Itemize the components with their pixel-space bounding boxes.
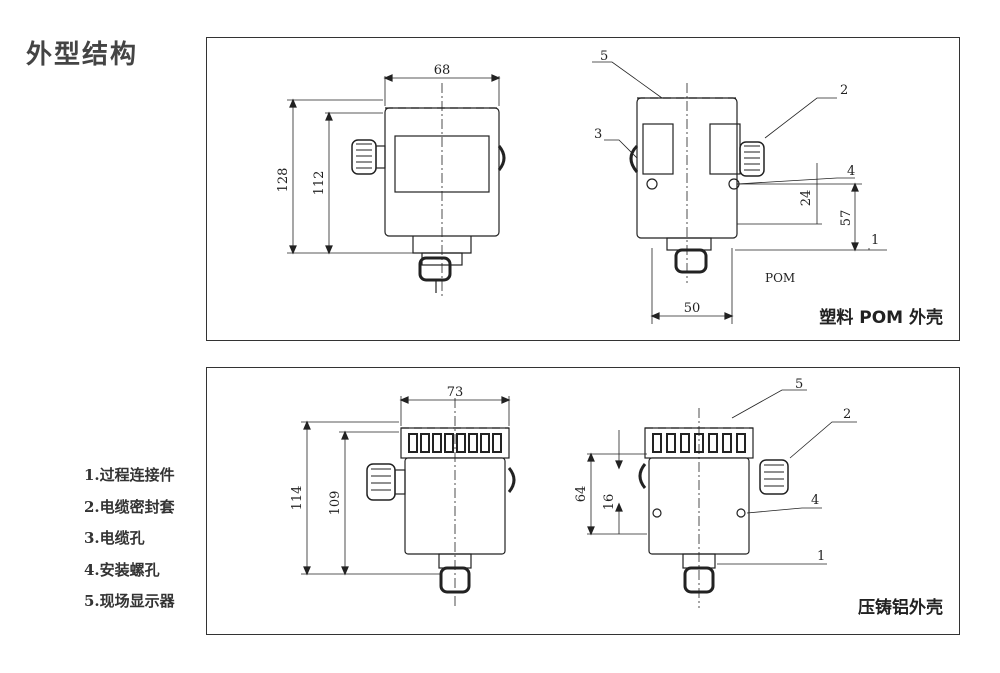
parts-legend: 1.过程连接件 2.电缆密封套 3.电缆孔 4.安装螺孔 5.现场显示器: [84, 460, 175, 618]
aluminium-front-view: [301, 396, 516, 608]
callout-4: 4: [847, 164, 855, 179]
legend-item: 4.安装螺孔: [84, 560, 160, 579]
dim-width-front: 73: [447, 385, 464, 400]
dim-height-body: 112: [312, 171, 327, 196]
callout-5: 5: [600, 49, 608, 64]
pom-housing-drawing: 68 128 112 24 57 50 POM 5 2 3 4 1: [276, 49, 887, 324]
callout-2: 2: [840, 83, 848, 98]
legend-item: 1.过程连接件: [84, 466, 175, 484]
callout-1: 1: [871, 233, 879, 248]
callout-4: 4: [811, 493, 819, 508]
legend-item: 3.电缆孔: [84, 529, 145, 547]
legend-item: 2.电缆密封套: [84, 497, 175, 516]
dim-64: 64: [574, 486, 589, 503]
pom-side-view: [592, 61, 887, 324]
dim-width-side: 50: [684, 301, 701, 316]
callout-3: 3: [594, 127, 602, 142]
aluminium-housing-caption: 压铸铝外壳: [858, 598, 943, 618]
dim-height-total: 114: [290, 486, 305, 511]
dim-57: 57: [839, 210, 854, 227]
material-label: POM: [765, 271, 795, 285]
callout-1: 1: [817, 549, 825, 564]
pom-housing-caption: 塑料 POM 外壳: [819, 308, 943, 328]
dim-16: 16: [602, 494, 617, 511]
dim-width-front: 68: [434, 63, 451, 78]
aluminium-housing-panel: 73 114 109 64 16 5 2 4 1 压铸铝外壳: [206, 367, 960, 635]
callout-5: 5: [795, 377, 803, 392]
page-title: 外型结构: [26, 40, 139, 70]
pom-housing-panel: 68 128 112 24 57 50 POM 5 2 3 4 1 塑料 POM…: [206, 37, 960, 341]
legend-item: 5.现场显示器: [84, 592, 175, 610]
aluminium-side-view: [587, 389, 857, 608]
dim-height-total: 128: [276, 168, 291, 193]
callout-2: 2: [843, 407, 851, 422]
aluminium-housing-drawing: 73 114 109 64 16 5 2 4 1: [290, 377, 857, 608]
dim-height-body: 109: [328, 491, 343, 516]
pom-front-view: [287, 74, 506, 298]
dim-24: 24: [799, 190, 814, 207]
